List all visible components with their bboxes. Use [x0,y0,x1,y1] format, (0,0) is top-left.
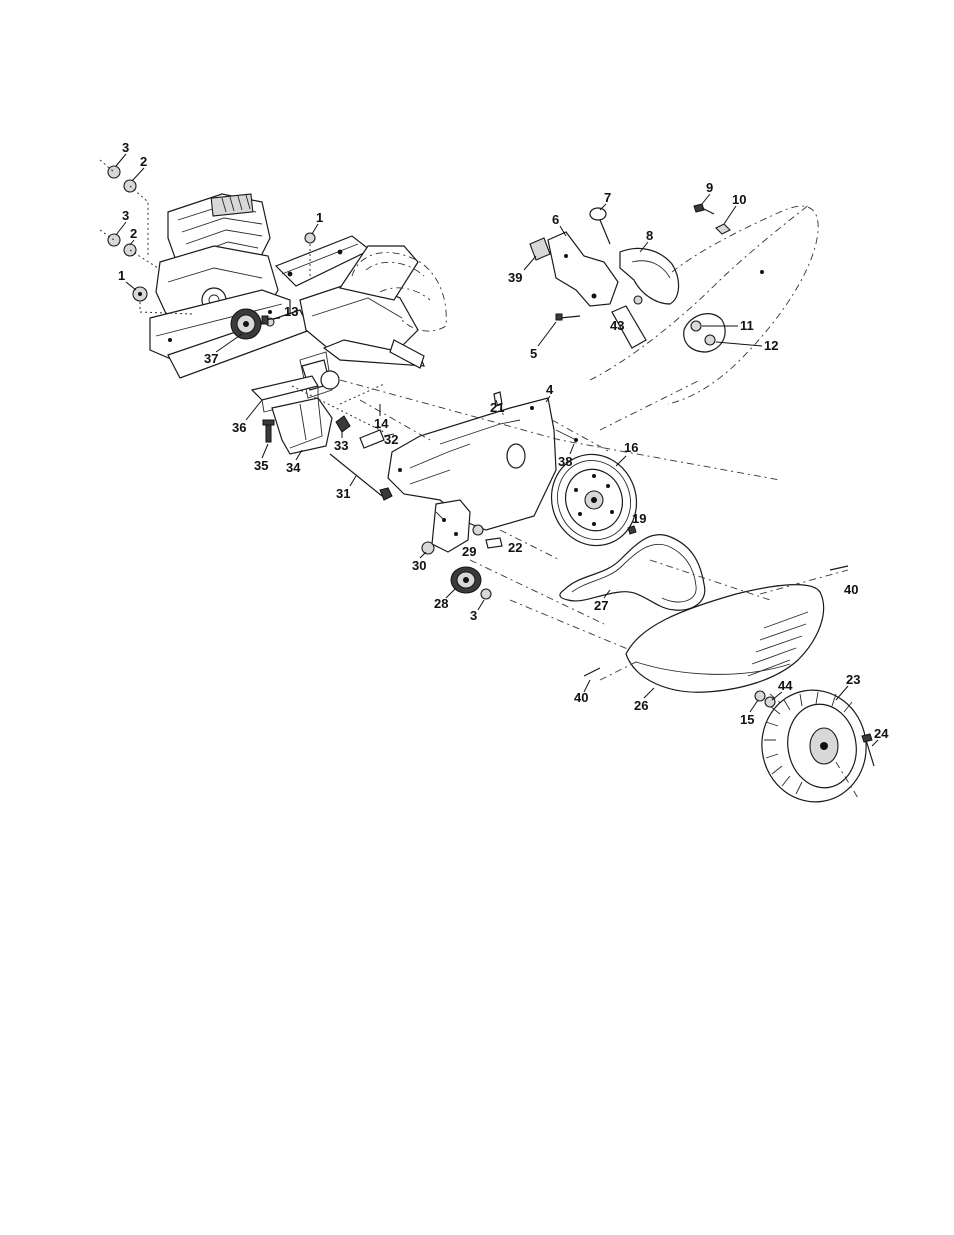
callout-14: 14 [374,416,389,431]
callout-34: 34 [286,460,301,475]
callout-24: 24 [874,726,889,741]
belt-guard-plate [388,392,578,530]
callout-10: 10 [732,192,746,207]
callout-1b: 1 [316,210,323,225]
callout-12: 12 [764,338,778,353]
callout-29: 29 [462,544,476,559]
callout-36: 36 [232,420,246,435]
callout-40a: 40 [844,582,858,597]
callout-22: 22 [508,540,522,555]
callout-4: 4 [546,382,554,397]
callout-43: 43 [610,318,624,333]
callout-35: 35 [254,458,268,473]
callout-8: 8 [646,228,653,243]
callout-1a: 1 [118,268,125,283]
callout-2a: 2 [140,154,147,169]
callout-6: 6 [552,212,559,227]
callout-3a: 3 [122,140,129,155]
callout-13: 13 [284,304,298,319]
callout-27: 27 [594,598,608,613]
control-lever-assembly [530,204,818,404]
callout-9: 9 [706,180,713,195]
callout-3c: 3 [470,608,477,623]
callout-40b: 40 [574,690,588,705]
callout-44: 44 [778,678,793,693]
callout-32: 32 [384,432,398,447]
callout-37: 37 [204,351,218,366]
callout-2b: 2 [130,226,137,241]
callout-11: 11 [740,318,754,333]
mounting-brackets [252,376,394,500]
callout-33: 33 [334,438,348,453]
callout-31: 31 [336,486,350,501]
callout-7: 7 [604,190,611,205]
callout-15: 15 [740,712,754,727]
callout-23: 23 [846,672,860,687]
callout-16: 16 [624,440,638,455]
callout-30: 30 [412,558,426,573]
engine-assembly [100,160,446,398]
callout-39: 39 [508,270,522,285]
callout-26: 26 [634,698,648,713]
callout-5: 5 [530,346,537,361]
wheel [753,682,875,810]
callout-38: 38 [558,454,572,469]
callout-19: 19 [632,511,646,526]
drive-belt [560,535,705,611]
callout-3b: 3 [122,208,129,223]
